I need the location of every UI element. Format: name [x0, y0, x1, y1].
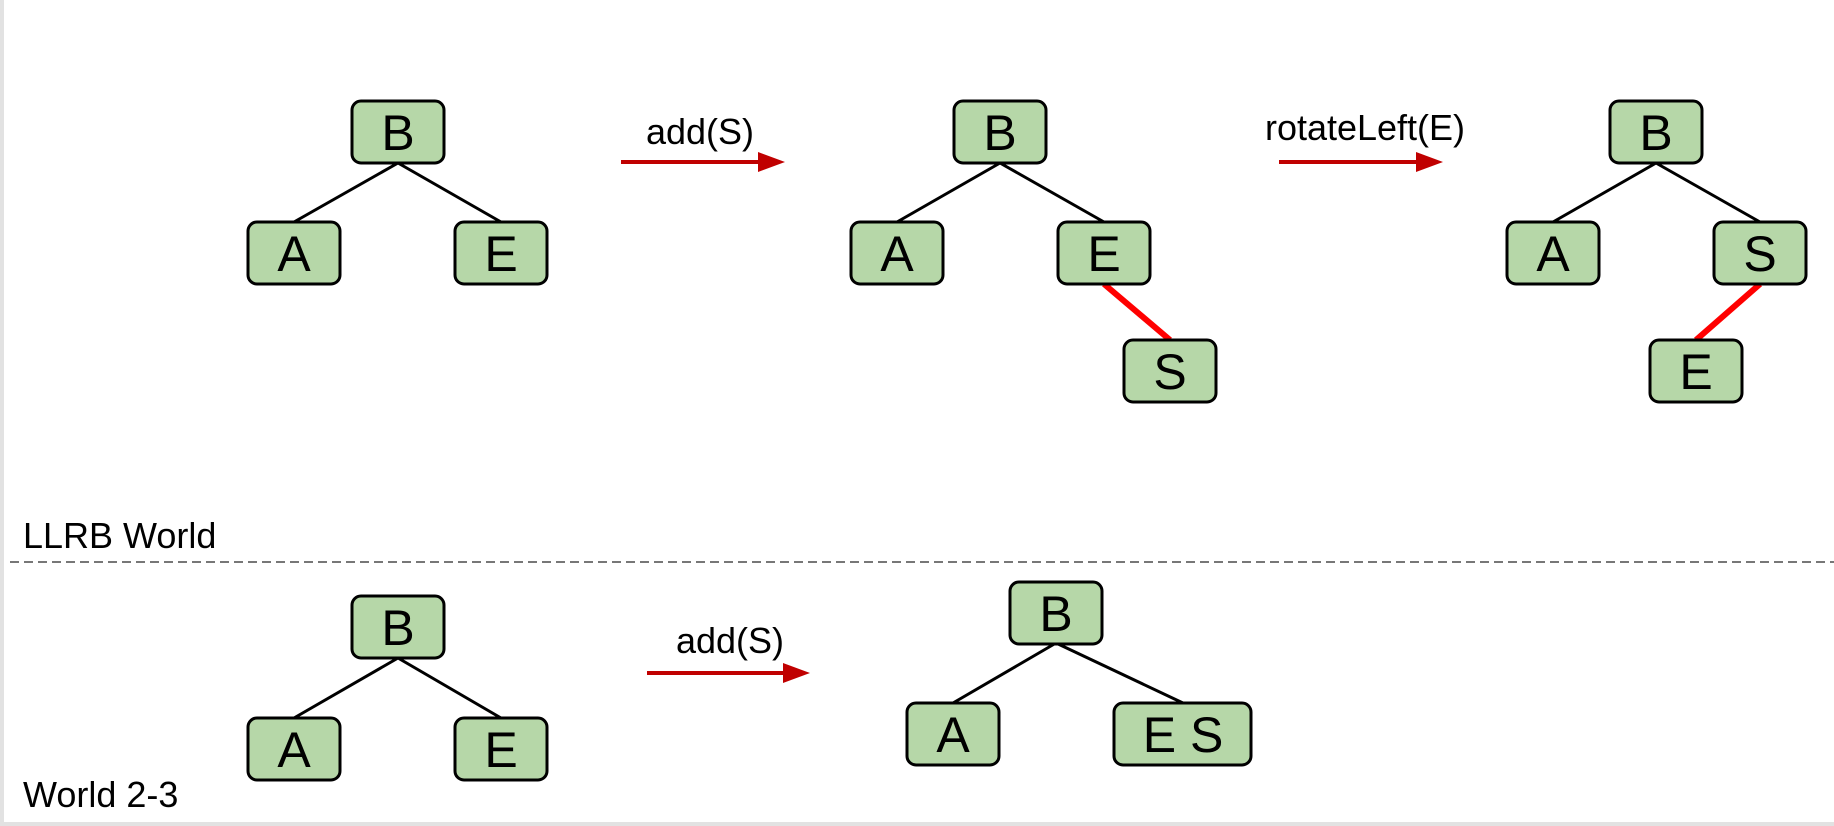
tree-node-b: B [350, 99, 446, 165]
arrow-right-icon [1279, 152, 1443, 172]
edge-b-a [293, 656, 399, 720]
llrb-tree-after-rotate: B A S E [1505, 99, 1808, 404]
tree-node-e: E [1648, 338, 1744, 404]
edge-b-e [999, 161, 1105, 224]
svg-text:B: B [1639, 105, 1672, 161]
op-rotate-left: rotateLeft(E) [1265, 107, 1465, 172]
op-add-llrb: add(S) [621, 111, 785, 172]
tree-node-a: A [246, 716, 342, 782]
op-label-rotate-left: rotateLeft(E) [1265, 107, 1465, 148]
section-label-2-3: World 2-3 [23, 774, 178, 815]
svg-text:S: S [1153, 344, 1186, 400]
edge-b-a [896, 161, 1001, 224]
tree-node-b: B [952, 99, 1048, 165]
llrb-tree-initial: B A E [246, 99, 549, 286]
arrow-right-icon [621, 152, 785, 172]
tree-node-b: B [350, 594, 446, 660]
section-label-llrb: LLRB World [23, 515, 216, 556]
edge-b-es [1055, 641, 1184, 705]
svg-text:E S: E S [1143, 707, 1224, 763]
svg-text:B: B [983, 105, 1016, 161]
tree-node-a: A [849, 220, 945, 286]
svg-text:B: B [1039, 586, 1072, 642]
svg-text:B: B [381, 600, 414, 656]
tree-node-a: A [1505, 220, 1601, 286]
op-label-add: add(S) [676, 620, 784, 661]
tree-node-s: S [1122, 338, 1218, 404]
two-three-tree-initial: B A E [246, 594, 549, 782]
red-link-s-e [1694, 281, 1762, 343]
svg-text:A: A [936, 707, 970, 763]
edge-b-a [293, 161, 399, 224]
diagram-svg: LLRB World World 2-3 B A E add(S) [10, 99, 1834, 815]
edge-b-e [397, 161, 502, 224]
arrow-right-icon [647, 663, 810, 683]
svg-text:A: A [880, 226, 914, 282]
edge-b-a [1552, 161, 1657, 224]
op-add-2-3: add(S) [647, 620, 810, 683]
red-link-e-s [1102, 281, 1172, 343]
op-label-add: add(S) [646, 111, 754, 152]
svg-text:E: E [1679, 344, 1712, 400]
svg-text:E: E [484, 226, 517, 282]
tree-node-s: S [1712, 220, 1808, 286]
two-three-tree-after-add: B A E S [905, 580, 1253, 767]
svg-text:A: A [1536, 226, 1570, 282]
tree-node-es: E S [1112, 701, 1253, 767]
edge-b-s [1655, 161, 1761, 224]
tree-node-b: B [1008, 580, 1104, 646]
edge-b-e [397, 656, 502, 720]
tree-node-e: E [1056, 220, 1152, 286]
tree-node-b: B [1608, 99, 1704, 165]
svg-text:S: S [1743, 226, 1776, 282]
llrb-tree-after-add: B A E S [849, 99, 1218, 404]
tree-node-a: A [905, 701, 1001, 767]
tree-node-e: E [453, 716, 549, 782]
svg-text:E: E [484, 722, 517, 778]
svg-text:A: A [277, 226, 311, 282]
svg-text:B: B [381, 105, 414, 161]
svg-text:A: A [277, 722, 311, 778]
tree-node-e: E [453, 220, 549, 286]
tree-node-a: A [246, 220, 342, 286]
edge-b-a [952, 641, 1057, 705]
svg-text:E: E [1087, 226, 1120, 282]
